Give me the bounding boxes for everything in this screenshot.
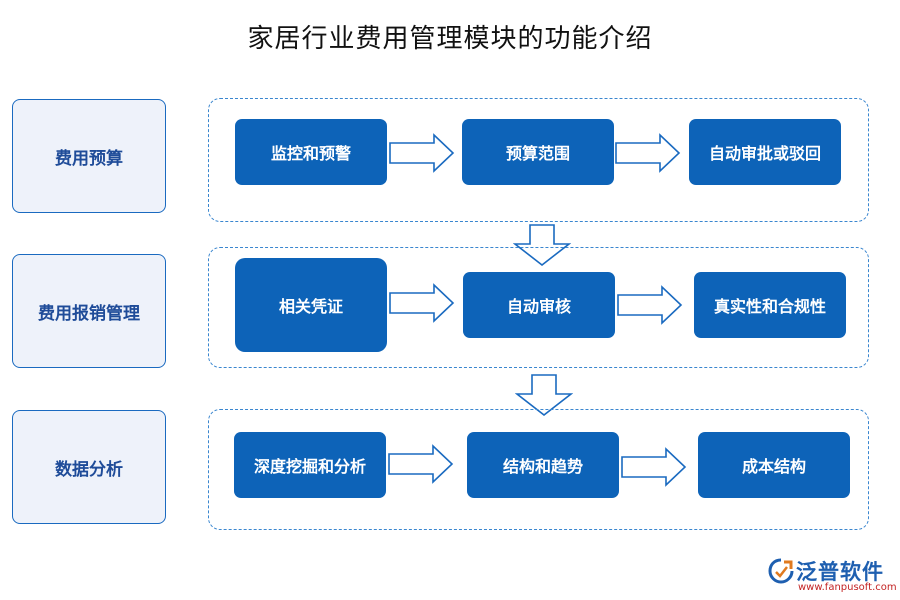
category-data-analysis: 数据分析 bbox=[12, 410, 166, 524]
logo-url: www.fanpusoft.com bbox=[798, 582, 897, 593]
category-reimbursement: 费用报销管理 bbox=[12, 254, 166, 368]
node-monitor-warning: 监控和预警 bbox=[235, 119, 387, 185]
node-auto-approve: 自动审批或驳回 bbox=[689, 119, 841, 185]
group-reimbursement bbox=[208, 247, 869, 368]
category-budget: 费用预算 bbox=[12, 99, 166, 213]
logo-name: 泛普软件 bbox=[796, 560, 884, 584]
arrow-right-icon bbox=[389, 133, 455, 173]
node-deep-mining: 深度挖掘和分析 bbox=[234, 432, 386, 498]
arrow-right-icon bbox=[621, 447, 687, 487]
node-budget-scope: 预算范围 bbox=[462, 119, 614, 185]
node-structure-trend: 结构和趋势 bbox=[467, 432, 619, 498]
logo-icon bbox=[768, 558, 794, 584]
group-data-analysis bbox=[208, 409, 869, 530]
node-auto-audit: 自动审核 bbox=[463, 272, 615, 338]
group-budget bbox=[208, 98, 869, 222]
brand-logo: 泛普软件 www.fanpusoft.com bbox=[768, 556, 897, 596]
arrow-down-icon bbox=[513, 224, 571, 266]
diagram-title: 家居行业费用管理模块的功能介绍 bbox=[247, 24, 653, 54]
arrow-right-icon bbox=[389, 283, 455, 323]
arrow-right-icon bbox=[617, 285, 683, 325]
node-vouchers: 相关凭证 bbox=[235, 258, 387, 352]
arrow-right-icon bbox=[615, 133, 681, 173]
arrow-down-icon bbox=[515, 374, 573, 416]
node-cost-structure: 成本结构 bbox=[698, 432, 850, 498]
node-authenticity: 真实性和合规性 bbox=[694, 272, 846, 338]
arrow-right-icon bbox=[388, 444, 454, 484]
